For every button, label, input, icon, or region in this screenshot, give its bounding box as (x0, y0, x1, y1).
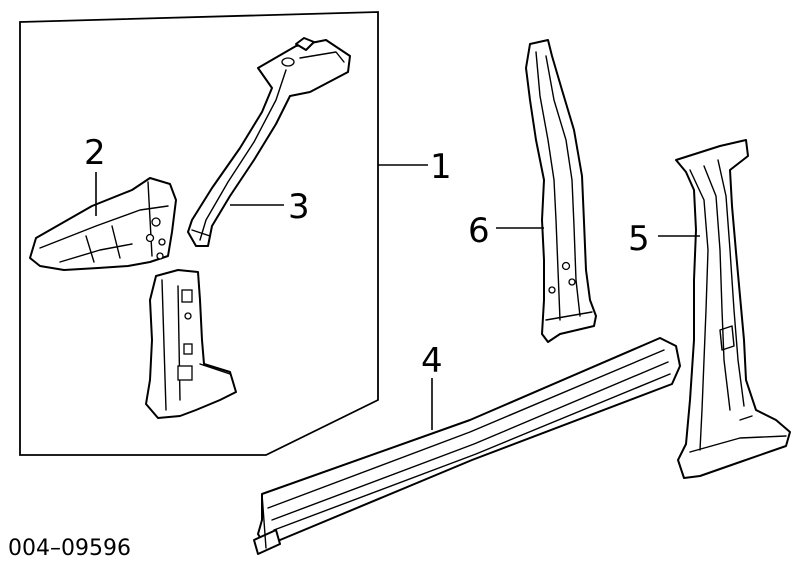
callout-6: 6 (468, 211, 490, 251)
part-4-rocker-panel (253, 337, 681, 555)
reference-number: 004–09596 (8, 536, 131, 561)
hinge-pillar-lower (145, 269, 237, 419)
part-3-windshield-pillar (187, 37, 351, 247)
assembly-frame (19, 11, 379, 456)
part-2-hinge-reinforcement (29, 177, 177, 271)
callout-1: 1 (430, 147, 452, 187)
callout-5: 5 (628, 219, 650, 259)
part-6-center-pillar (525, 39, 597, 343)
callout-2: 2 (84, 133, 106, 173)
callout-4: 4 (421, 341, 443, 381)
callout-3: 3 (288, 187, 310, 227)
part-5-center-pillar-inner (675, 139, 791, 479)
